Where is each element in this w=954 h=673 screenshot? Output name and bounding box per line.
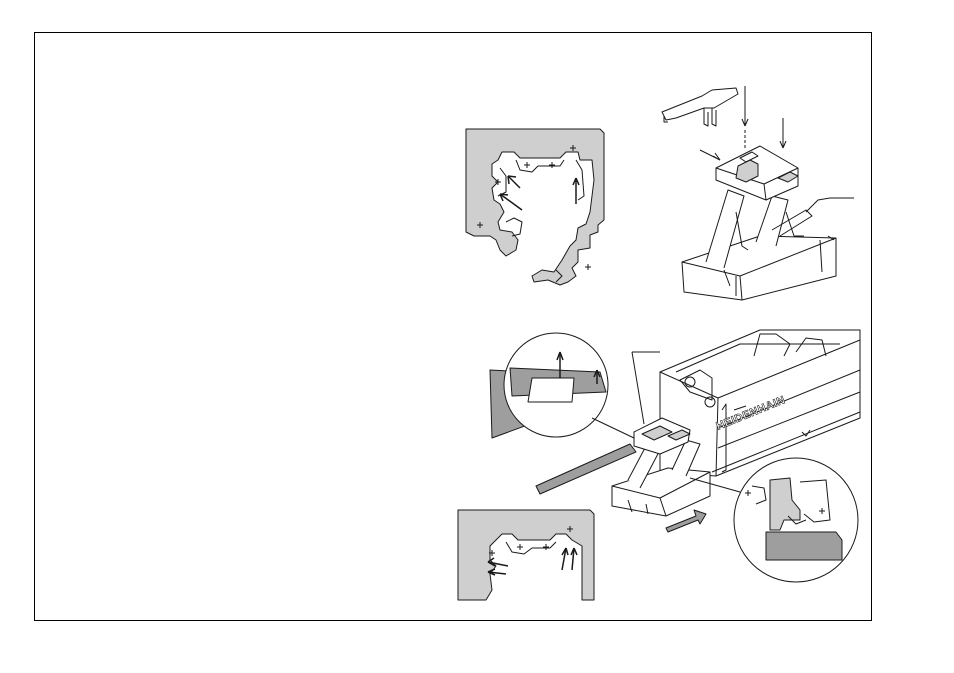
profile-cross-section-top	[465, 128, 605, 286]
page-frame	[34, 32, 872, 621]
mounting-aid-on-housing	[611, 417, 711, 517]
tape-detail-circle	[489, 332, 660, 439]
measuring-tape	[535, 443, 637, 495]
mounting-aid-assembly	[661, 86, 854, 301]
scale-housing	[659, 329, 861, 477]
clip-detail-circle	[689, 457, 859, 583]
insertion-arrow	[665, 509, 707, 533]
profile-cross-section-bottom	[457, 509, 595, 601]
